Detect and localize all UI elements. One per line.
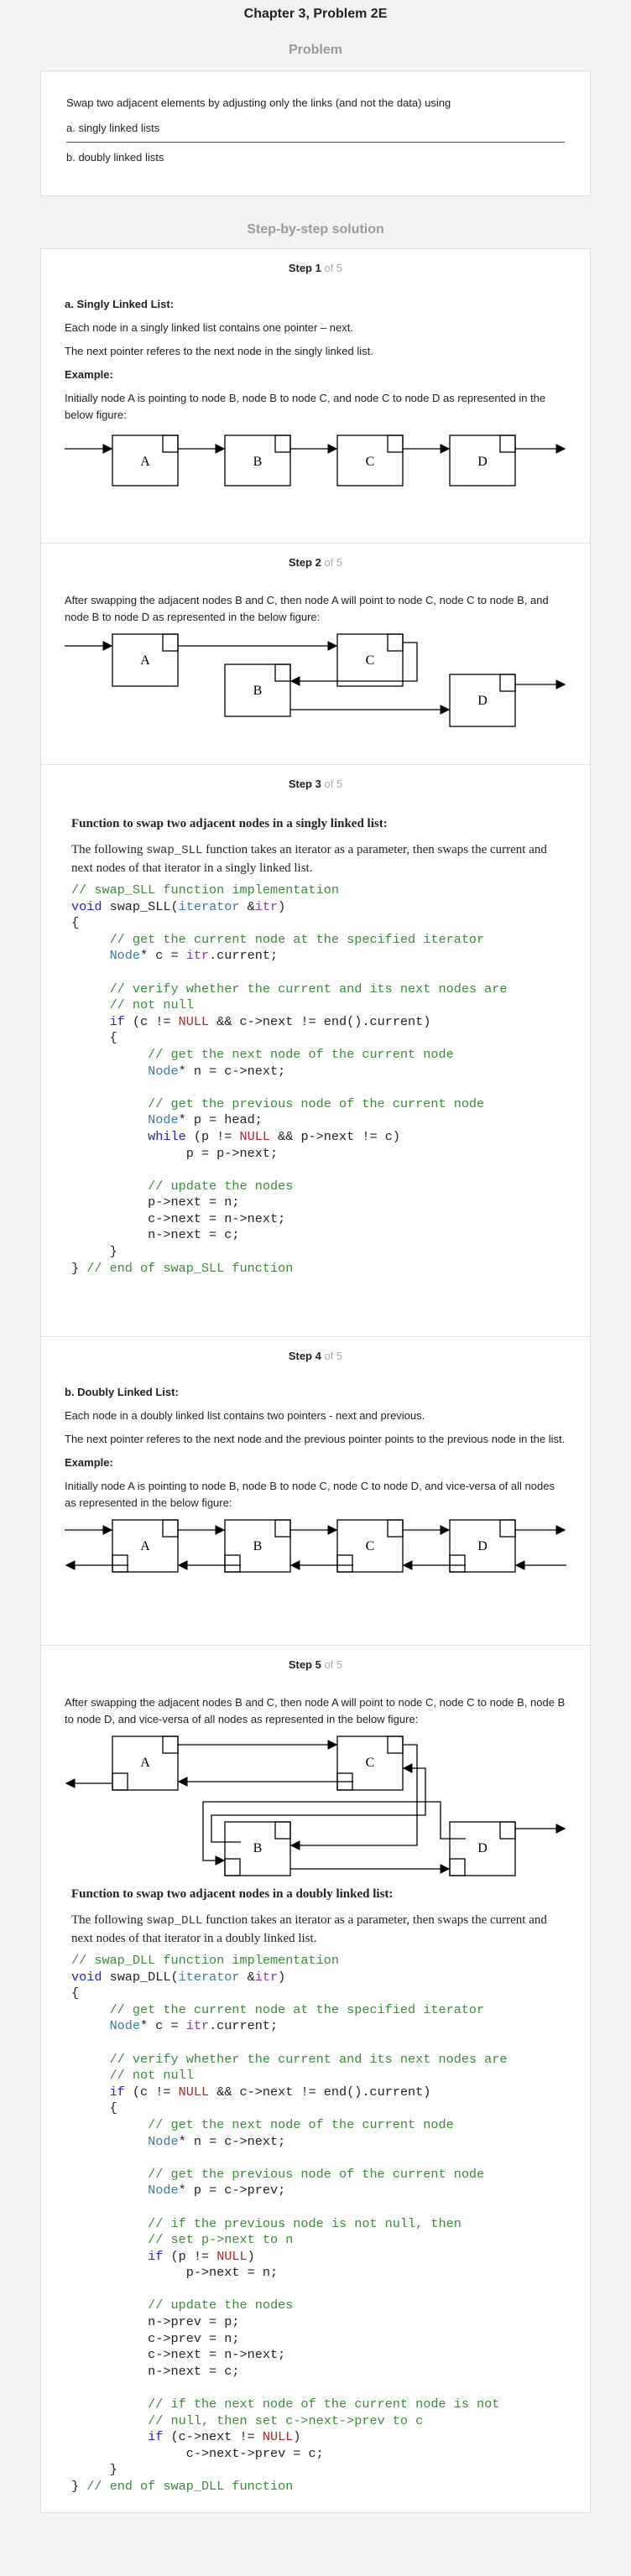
sll-node-c-label: C xyxy=(366,455,375,469)
sll-initial-diagram: A B C D xyxy=(65,435,566,487)
sll-swapped-node-b-box xyxy=(224,664,291,717)
dll-swapped-node-d-box xyxy=(449,1821,516,1876)
dll-swapped-node-b-label: B xyxy=(253,1841,263,1855)
step-1-header: Step 1 of 5 xyxy=(65,249,566,288)
step-4-header: Step 4 of 5 xyxy=(65,1337,566,1376)
sll-node-d-box xyxy=(449,435,516,487)
dll-node-c-box xyxy=(336,1519,404,1573)
dll-swapped-node-c-label: C xyxy=(366,1756,375,1770)
step-1: Step 1 of 5 a. Singly Linked List: Each … xyxy=(41,249,590,543)
sll-node-d-label: D xyxy=(477,455,488,469)
sll-node-a-label: A xyxy=(140,455,150,469)
step-4-text-3: Initially node A is pointing to node B, … xyxy=(65,1480,555,1509)
step-4-of: of 5 xyxy=(324,1350,343,1362)
dll-initial-diagram: A B C D xyxy=(65,1519,566,1573)
step-4: Step 4 of 5 b. Doubly Linked List: Each … xyxy=(41,1336,590,1645)
dll-swapped-node-c-box xyxy=(336,1736,404,1791)
step-4-example: Example: xyxy=(65,1456,113,1469)
sll-swapped-node-a-box xyxy=(112,633,179,687)
dll-swapped-node-a-box xyxy=(112,1736,179,1791)
swap-dll-code: // swap_DLL function implementation void… xyxy=(71,1953,508,2494)
dll-swapped-diagram: A B C D xyxy=(65,1736,566,1876)
chapter-title: Chapter 3, Problem 2E xyxy=(243,7,388,21)
problem-option-a: a. singly linked lists xyxy=(66,122,160,134)
step-1-text-2: The next pointer referes to the next nod… xyxy=(65,345,373,357)
swap-sll-name: swap_SLL xyxy=(146,844,203,857)
dll-node-c-label: C xyxy=(366,1539,375,1553)
step-3-label: Step 3 xyxy=(288,778,321,790)
step-3-heading: Function to swap two adjacent nodes in a… xyxy=(71,817,388,830)
step-5: Step 5 of 5 After swapping the adjacent … xyxy=(41,1645,590,2512)
step-2: Step 2 of 5 After swapping the adjacent … xyxy=(41,543,590,764)
step-5-text-1: After swapping the adjacent nodes B and … xyxy=(65,1696,566,1725)
step-4-label: Step 4 xyxy=(288,1350,321,1362)
dll-node-d-box xyxy=(449,1519,516,1573)
dll-node-b-label: B xyxy=(253,1539,263,1553)
step-5-label: Step 5 xyxy=(288,1658,321,1671)
solution-card: Step 1 of 5 a. Singly Linked List: Each … xyxy=(40,248,591,2513)
sll-swapped-node-b-label: B xyxy=(253,684,263,698)
step-2-text-1: After swapping the adjacent nodes B and … xyxy=(65,594,549,623)
problem-heading: Problem xyxy=(288,43,342,57)
step-2-header: Step 2 of 5 xyxy=(65,544,566,582)
sll-node-b-box xyxy=(224,435,291,487)
step-5-of: of 5 xyxy=(324,1658,343,1671)
step-2-label: Step 2 xyxy=(288,556,321,569)
problem-statement: Swap two adjacent elements by adjusting … xyxy=(66,96,451,109)
sll-swapped-node-d-label: D xyxy=(477,694,488,708)
swap-sll-code: // swap_SLL function implementation void… xyxy=(71,882,508,1276)
step-3-of: of 5 xyxy=(324,778,343,790)
sll-swapped-node-c-box xyxy=(336,633,404,687)
step-5-header: Step 5 of 5 xyxy=(65,1646,566,1684)
step-1-text-1: Each node in a singly linked list contai… xyxy=(65,321,353,334)
step-5-text-2: The following swap_DLL function takes an… xyxy=(71,1913,547,1945)
sll-swapped-node-c-label: C xyxy=(366,653,375,668)
dll-node-b-box xyxy=(224,1519,291,1573)
sll-node-b-label: B xyxy=(253,455,263,469)
sll-node-c-box xyxy=(336,435,404,487)
problem-card: Swap two adjacent elements by adjusting … xyxy=(40,70,591,196)
sll-swapped-node-a-label: A xyxy=(140,653,150,668)
step-1-label: Step 1 xyxy=(288,262,321,274)
solution-heading: Step-by-step solution xyxy=(247,222,384,237)
dll-node-a-label: A xyxy=(140,1539,150,1553)
sll-swapped-node-d-box xyxy=(449,674,516,727)
step-3: Step 3 of 5 Function to swap two adjacen… xyxy=(41,764,590,1336)
sll-swapped-diagram: A B C D xyxy=(65,633,566,727)
step-3-header: Step 3 of 5 xyxy=(65,765,566,804)
sll-node-a-box xyxy=(112,435,179,487)
dll-node-d-label: D xyxy=(477,1539,488,1553)
step-4-heading: b. Doubly Linked List: xyxy=(65,1386,179,1398)
step-1-example: Example: xyxy=(65,368,113,381)
dll-node-a-box xyxy=(112,1519,179,1573)
step-4-text-2: The next pointer referes to the next nod… xyxy=(65,1433,566,1445)
problem-option-b: b. doubly linked lists xyxy=(66,151,164,164)
dll-swapped-node-b-box xyxy=(224,1821,291,1876)
step-1-text-3: Initially node A is pointing to node B, … xyxy=(65,392,546,421)
swap-dll-name: swap_DLL xyxy=(146,1914,203,1928)
step-1-of: of 5 xyxy=(324,262,343,274)
step-1-heading: a. Singly Linked List: xyxy=(65,298,175,310)
dll-swapped-node-a-label: A xyxy=(140,1756,150,1770)
step-5-heading: Function to swap two adjacent nodes in a… xyxy=(71,1887,394,1901)
step-4-text-1: Each node in a doubly linked list contai… xyxy=(65,1409,425,1422)
problem-divider xyxy=(66,142,565,143)
step-2-of: of 5 xyxy=(324,556,343,569)
dll-swapped-node-d-label: D xyxy=(477,1841,488,1855)
step-3-text: The following swap_SLL function takes an… xyxy=(71,843,547,875)
